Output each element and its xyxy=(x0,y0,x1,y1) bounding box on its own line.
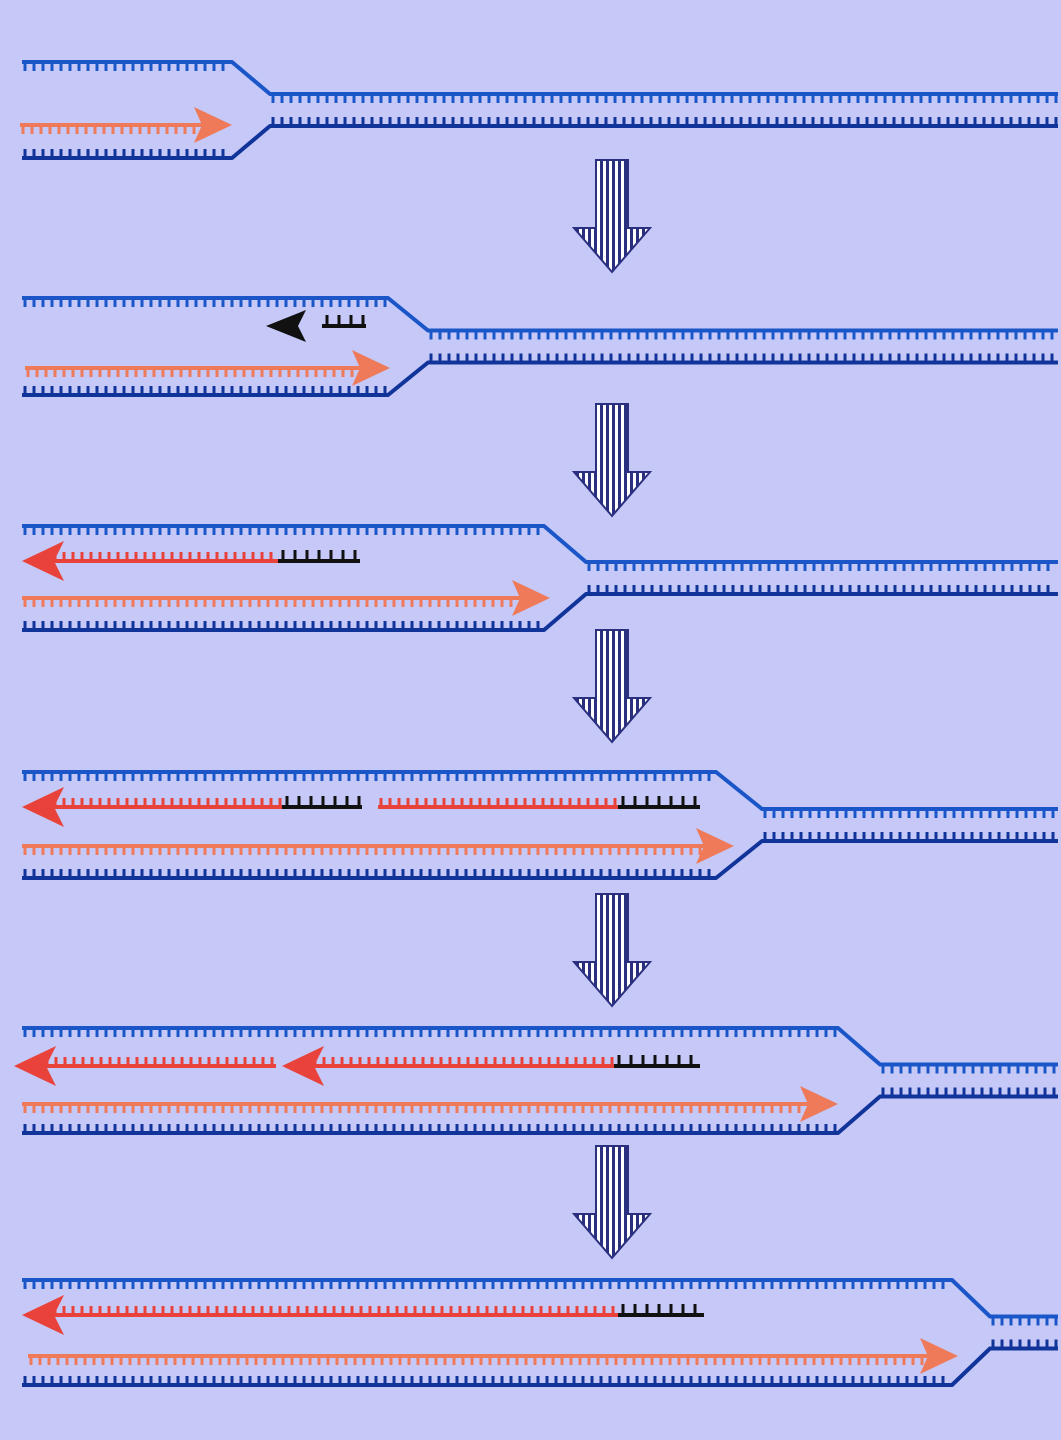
step-arrow-icon xyxy=(571,1145,653,1260)
template-strand-top xyxy=(22,524,1058,571)
okazaki-fragment xyxy=(14,1046,276,1086)
rna-primer xyxy=(614,1055,700,1068)
step-arrow-icon xyxy=(571,159,653,274)
leading-strand xyxy=(22,580,550,616)
rna-primer xyxy=(266,310,366,342)
template-strand-bottom xyxy=(22,585,1058,632)
template-strand-bottom xyxy=(22,832,1058,880)
template-strand-bottom xyxy=(22,1339,1058,1387)
rna-primer-arrowhead xyxy=(266,310,306,342)
okazaki-fragment-arrowhead xyxy=(22,1295,64,1335)
leading-strand-arrowhead xyxy=(800,1086,838,1122)
okazaki-fragment xyxy=(22,541,278,581)
template-strand-top xyxy=(22,60,1058,103)
template-strand-top xyxy=(22,1278,1058,1326)
okazaki-fragment-arrowhead xyxy=(22,541,64,581)
leading-strand-arrowhead xyxy=(352,350,390,386)
okazaki-fragment-arrowhead xyxy=(282,1046,324,1086)
replication-fork-2 xyxy=(22,296,1058,397)
template-strand-top xyxy=(22,296,1058,340)
step-arrow-icon xyxy=(571,629,653,744)
okazaki-fragment-arrowhead xyxy=(14,1046,56,1086)
template-strand-bottom xyxy=(22,353,1058,397)
leading-strand-arrowhead xyxy=(920,1338,958,1374)
replication-fork-3 xyxy=(22,524,1058,632)
step-arrow-icon xyxy=(571,403,653,518)
okazaki-fragment xyxy=(22,1295,618,1335)
okazaki-fragment xyxy=(22,787,282,827)
leading-strand xyxy=(25,350,390,386)
step-arrow-icon xyxy=(571,893,653,1008)
okazaki-fragment-arrowhead xyxy=(22,787,64,827)
template-strand-bottom xyxy=(22,117,1058,160)
leading-strand-arrowhead xyxy=(194,107,232,143)
template-strand-bottom xyxy=(22,1087,1058,1135)
replication-fork-6 xyxy=(22,1278,1058,1387)
rna-primer xyxy=(618,796,700,809)
okazaki-fragment xyxy=(378,798,620,809)
step-arrows xyxy=(571,159,653,1260)
leading-strand xyxy=(20,107,232,143)
replication-fork-1 xyxy=(20,60,1058,160)
rna-primer xyxy=(278,550,360,563)
replication-stages xyxy=(14,60,1058,1387)
template-strand-top xyxy=(22,770,1058,818)
leading-strand-arrowhead xyxy=(696,828,734,864)
okazaki-fragment xyxy=(282,1046,614,1086)
rna-primer xyxy=(618,1304,704,1317)
leading-strand xyxy=(22,828,734,864)
leading-strand xyxy=(22,1086,838,1122)
leading-strand-arrowhead xyxy=(512,580,550,616)
rna-primer xyxy=(282,796,362,809)
template-strand-top xyxy=(22,1026,1058,1074)
replication-fork-4 xyxy=(22,770,1058,880)
leading-strand xyxy=(28,1338,958,1374)
replication-fork-5 xyxy=(14,1026,1058,1135)
